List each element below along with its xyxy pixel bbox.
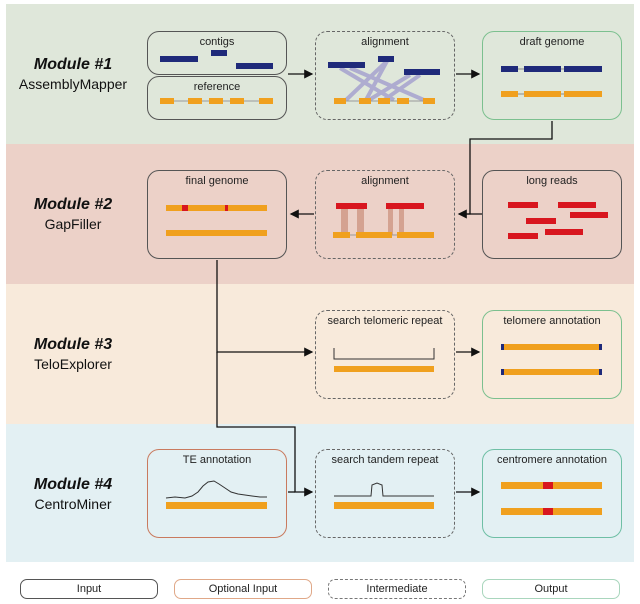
legend-label: Output: [534, 583, 568, 595]
module-2-label: Module #2 GapFiller: [8, 196, 138, 232]
long-reads-box: long reads: [482, 170, 622, 259]
contig-segment: [378, 56, 394, 62]
centromere-annotation-graphic: [501, 482, 602, 515]
centromere-mark: [543, 482, 553, 489]
centromere-mark: [543, 508, 553, 515]
contig-segment: [211, 50, 227, 56]
contig-segment: [404, 69, 440, 75]
module-2-band: [6, 144, 634, 284]
module-1-band: [6, 4, 634, 144]
search-telomeric-repeat-box: search telomeric repeat: [315, 310, 455, 399]
module-4-band: [6, 424, 634, 562]
box-label: search telomeric repeat: [327, 315, 443, 327]
read: [570, 212, 608, 218]
read: [545, 229, 583, 235]
box-label: reference: [193, 81, 241, 93]
module-4-label: Module #4 CentroMiner: [8, 476, 138, 512]
box-label: final genome: [185, 175, 249, 187]
reference-graphic: [160, 98, 273, 104]
box-label: contigs: [199, 36, 235, 48]
reference-segment: [230, 98, 244, 104]
legend-input: Input: [20, 579, 158, 599]
reference-box: reference: [147, 76, 287, 120]
legend-optional-input: Optional Input: [174, 579, 312, 599]
reference-segment: [259, 98, 273, 104]
read: [526, 218, 556, 224]
contig-segment: [236, 63, 273, 69]
filled-gap: [182, 205, 188, 211]
alignment-2-graphic: [333, 203, 434, 238]
search-tandem-graphic: [334, 482, 434, 509]
legend-output: Output: [482, 579, 620, 599]
telomere-annotation-graphic: [501, 344, 602, 375]
reference-segment: [334, 98, 346, 104]
reference-segment: [378, 98, 390, 104]
telomere-mark: [501, 369, 504, 375]
legend-label: Input: [76, 583, 102, 595]
telomere-mark: [501, 344, 504, 350]
contigs-graphic: [160, 50, 273, 69]
draft-genome-graphic: [501, 66, 602, 97]
reference-segment: [359, 98, 371, 104]
alignment-box-module-2: alignment: [315, 170, 455, 259]
centromere-annotation-box: centromere annotation: [482, 449, 622, 538]
legend-intermediate: Intermediate: [328, 579, 466, 599]
module-name: CentroMiner: [34, 496, 112, 512]
module-title: Module #4: [33, 476, 113, 493]
module-3-band: [6, 284, 634, 424]
box-label: long reads: [526, 175, 578, 187]
draft-genome-box: draft genome: [482, 31, 622, 120]
telomere-annotation-box: telomere annotation: [482, 310, 622, 399]
read: [508, 202, 538, 208]
box-label: search tandem repeat: [331, 454, 439, 466]
te-annotation-graphic: [165, 480, 267, 509]
arrow-final-to-tandem: [216, 352, 314, 497]
contigs-box: contigs: [147, 31, 287, 75]
reference-segment: [160, 98, 174, 104]
read: [508, 233, 538, 239]
filled-gap: [225, 205, 228, 211]
read: [558, 202, 596, 208]
box-label: TE annotation: [182, 454, 252, 466]
telomere-mark: [599, 369, 602, 375]
reference-segment: [397, 98, 409, 104]
final-genome-graphic: [166, 205, 267, 236]
long-reads-graphic: [508, 202, 608, 239]
reference-segment: [423, 98, 435, 104]
module-3-label: Module #3 TeloExplorer: [8, 336, 138, 372]
box-label: alignment: [361, 36, 409, 48]
reference-segment: [209, 98, 223, 104]
module-title: Module #3: [33, 336, 113, 353]
search-telomeric-graphic: [333, 348, 435, 372]
legend-label: Optional Input: [208, 583, 278, 595]
reference-segment: [188, 98, 202, 104]
alignment-box-module-1: alignment: [315, 31, 455, 120]
module-title: Module #1: [33, 56, 113, 73]
arrow-draft-to-alignment2: [457, 121, 553, 219]
module-name: GapFiller: [44, 216, 102, 232]
contig-segment: [328, 62, 365, 68]
te-annotation-box: TE annotation: [147, 449, 287, 538]
final-genome-box: final genome: [147, 170, 287, 259]
flow-connectors: [216, 69, 553, 497]
box-label: telomere annotation: [503, 315, 601, 327]
box-label: centromere annotation: [496, 454, 608, 466]
legend-label: Intermediate: [366, 583, 428, 595]
telomere-mark: [599, 344, 602, 350]
module-name: TeloExplorer: [34, 356, 112, 372]
module-name: AssemblyMapper: [18, 76, 128, 92]
arrow-final-to-telomeric: [216, 260, 314, 357]
module-title: Module #2: [33, 196, 113, 213]
box-label: alignment: [361, 175, 409, 187]
contig-segment: [160, 56, 198, 62]
box-label: draft genome: [519, 36, 585, 48]
alignment-1-graphic: [328, 56, 440, 104]
search-tandem-repeat-box: search tandem repeat: [315, 449, 455, 538]
module-1-label: Module #1 AssemblyMapper: [8, 56, 138, 92]
